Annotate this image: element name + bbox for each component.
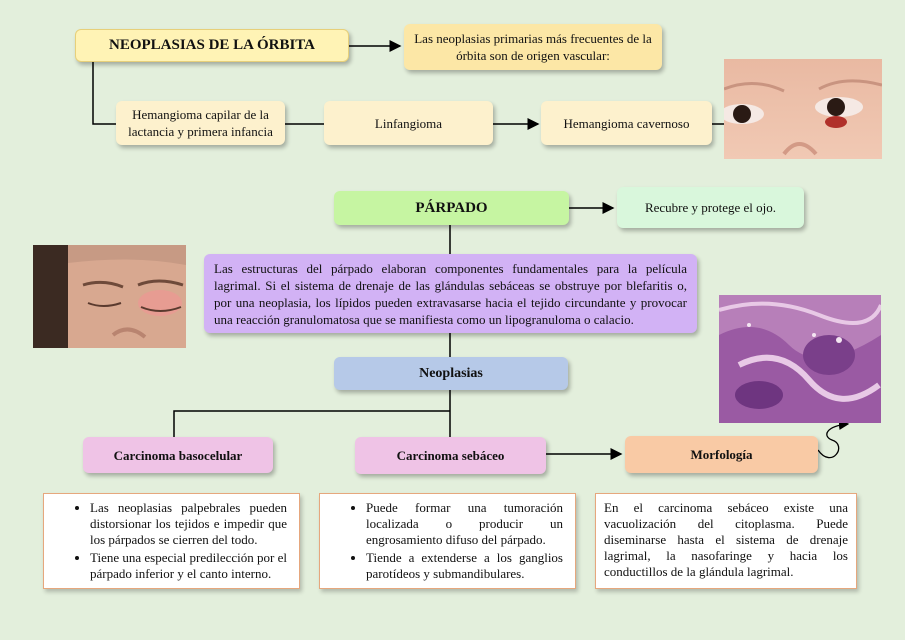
infant-eye-photo (724, 59, 882, 159)
carcinoma-basocelular-list: Las neoplasias palpebrales pueden distor… (44, 494, 299, 590)
histology-illustration (719, 295, 881, 423)
parpado-function: Recubre y protege el ojo. (617, 187, 804, 228)
list-item: Tiene una especial predilección por el p… (90, 550, 287, 582)
infant-eye-illustration (724, 59, 882, 159)
parpado-description: Las estructuras del párpado elaboran com… (204, 254, 697, 333)
orbita-type-hemangioma-capilar: Hemangioma capilar de la lactancia y pri… (116, 101, 285, 145)
carcinoma-basocelular-title: Carcinoma basocelular (83, 437, 273, 473)
neoplasias-title: Neoplasias (334, 357, 568, 390)
list-item: Puede formar una tumoración localizada o… (366, 500, 563, 548)
carcinoma-basocelular-label: Carcinoma basocelular (113, 447, 243, 463)
orbita-type-label: Linfangioma (374, 115, 443, 131)
orbita-intro: Las neoplasias primarias más frecuentes … (404, 24, 662, 70)
histology-image (719, 295, 881, 423)
carcinoma-sebaceo-label: Carcinoma sebáceo (396, 448, 505, 463)
parpado-title: PÁRPADO (334, 191, 569, 225)
orbita-type-label: Hemangioma cavernoso (563, 115, 690, 131)
morfologia-card: En el carcinoma sebáceo existe una vacuo… (595, 493, 857, 589)
orbita-type-hemangioma-cavernoso: Hemangioma cavernoso (541, 101, 712, 145)
morfologia-title: Morfología (625, 436, 818, 473)
neoplasias-title-text: Neoplasias (419, 366, 483, 381)
list-item: Tiende a extenderse a los ganglios parot… (366, 550, 563, 582)
carcinoma-basocelular-card: Las neoplasias palpebrales pueden distor… (43, 493, 300, 589)
parpado-description-text: Las estructuras del párpado elaboran com… (214, 260, 687, 327)
parpado-title-text: PÁRPADO (415, 199, 488, 216)
orbita-title-text: NEOPLASIAS DE LA ÓRBITA (108, 37, 316, 53)
parpado-function-text: Recubre y protege el ojo. (644, 200, 777, 215)
list-item: Las neoplasias palpebrales pueden distor… (90, 500, 287, 548)
orbita-type-label: Hemangioma capilar de la lactancia y pri… (128, 107, 273, 139)
orbita-intro-text: Las neoplasias primarias más frecuentes … (414, 31, 652, 63)
orbita-type-linfangioma: Linfangioma (324, 101, 493, 145)
orbita-title: NEOPLASIAS DE LA ÓRBITA (75, 29, 349, 62)
morfologia-text: En el carcinoma sebáceo existe una vacuo… (604, 500, 848, 579)
carcinoma-sebaceo-title: Carcinoma sebáceo (355, 437, 546, 474)
carcinoma-sebaceo-list: Puede formar una tumoración localizada o… (320, 494, 575, 590)
eyelid-swelling-illustration (33, 245, 186, 348)
morfologia-label: Morfología (690, 447, 753, 462)
eyelid-swelling-photo (33, 245, 186, 348)
carcinoma-sebaceo-card: Puede formar una tumoración localizada o… (319, 493, 576, 589)
